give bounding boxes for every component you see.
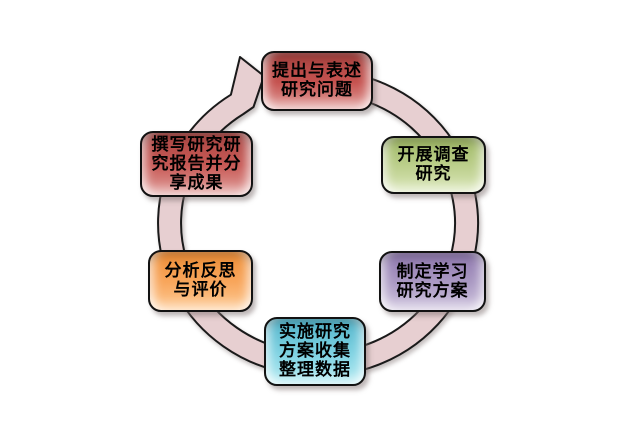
node-label-write-share-report: 撰写研究研 究报告并分 享成果 (151, 134, 242, 193)
node-label-conduct-survey: 开展调查 研究 (397, 145, 470, 184)
cycle-node-pose-question: 提出与表述 研究问题 (261, 51, 373, 111)
node-label-make-study-plan: 制定学习 研究方案 (396, 261, 469, 301)
cycle-node-write-share-report: 撰写研究研 究报告并分 享成果 (140, 131, 253, 197)
node-label-implement-collect-data: 实施研究 方案收集 整理数据 (279, 322, 351, 380)
node-label-analyze-reflect: 分析反思 与评价 (164, 261, 237, 300)
cycle-node-conduct-survey: 开展调查 研究 (381, 136, 486, 194)
cycle-node-implement-collect-data: 实施研究 方案收集 整理数据 (264, 317, 366, 386)
cycle-node-make-study-plan: 制定学习 研究方案 (379, 251, 486, 312)
cycle-node-analyze-reflect: 分析反思 与评价 (148, 250, 253, 312)
node-label-pose-question: 提出与表述 研究问题 (272, 61, 362, 100)
